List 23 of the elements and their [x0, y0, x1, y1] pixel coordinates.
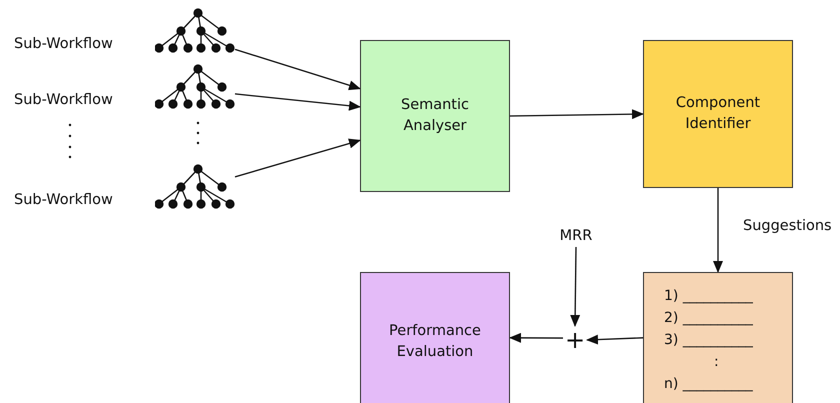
arrow: [510, 109, 644, 120]
arrow: [713, 188, 723, 273]
arrow: [509, 332, 563, 343]
list-item: :: [714, 353, 719, 372]
metric-label: MRR: [555, 225, 597, 247]
edge-label: Suggestions: [743, 218, 832, 234]
list-item: 2) __________: [664, 309, 753, 328]
arrow: [570, 247, 580, 327]
arrow: [234, 138, 361, 178]
arrow: [586, 334, 644, 345]
list-item: 3) __________: [664, 331, 753, 350]
process-box: Performance Evaluation: [360, 272, 510, 403]
workflow-label: Sub-Workflow: [14, 92, 113, 108]
suggestion-list-panel: [643, 272, 793, 403]
arrow: [234, 93, 361, 111]
arrow: [234, 48, 361, 90]
list-item: 1) __________: [664, 287, 753, 306]
workflow-label: Sub-Workflow: [14, 36, 113, 52]
list-item: n) __________: [664, 375, 753, 394]
workflow-label: Sub-Workflow: [14, 192, 113, 208]
process-box: Component Identifier: [643, 40, 793, 188]
plus-sign: +: [563, 326, 587, 354]
process-box: Semantic Analyser: [360, 40, 510, 192]
